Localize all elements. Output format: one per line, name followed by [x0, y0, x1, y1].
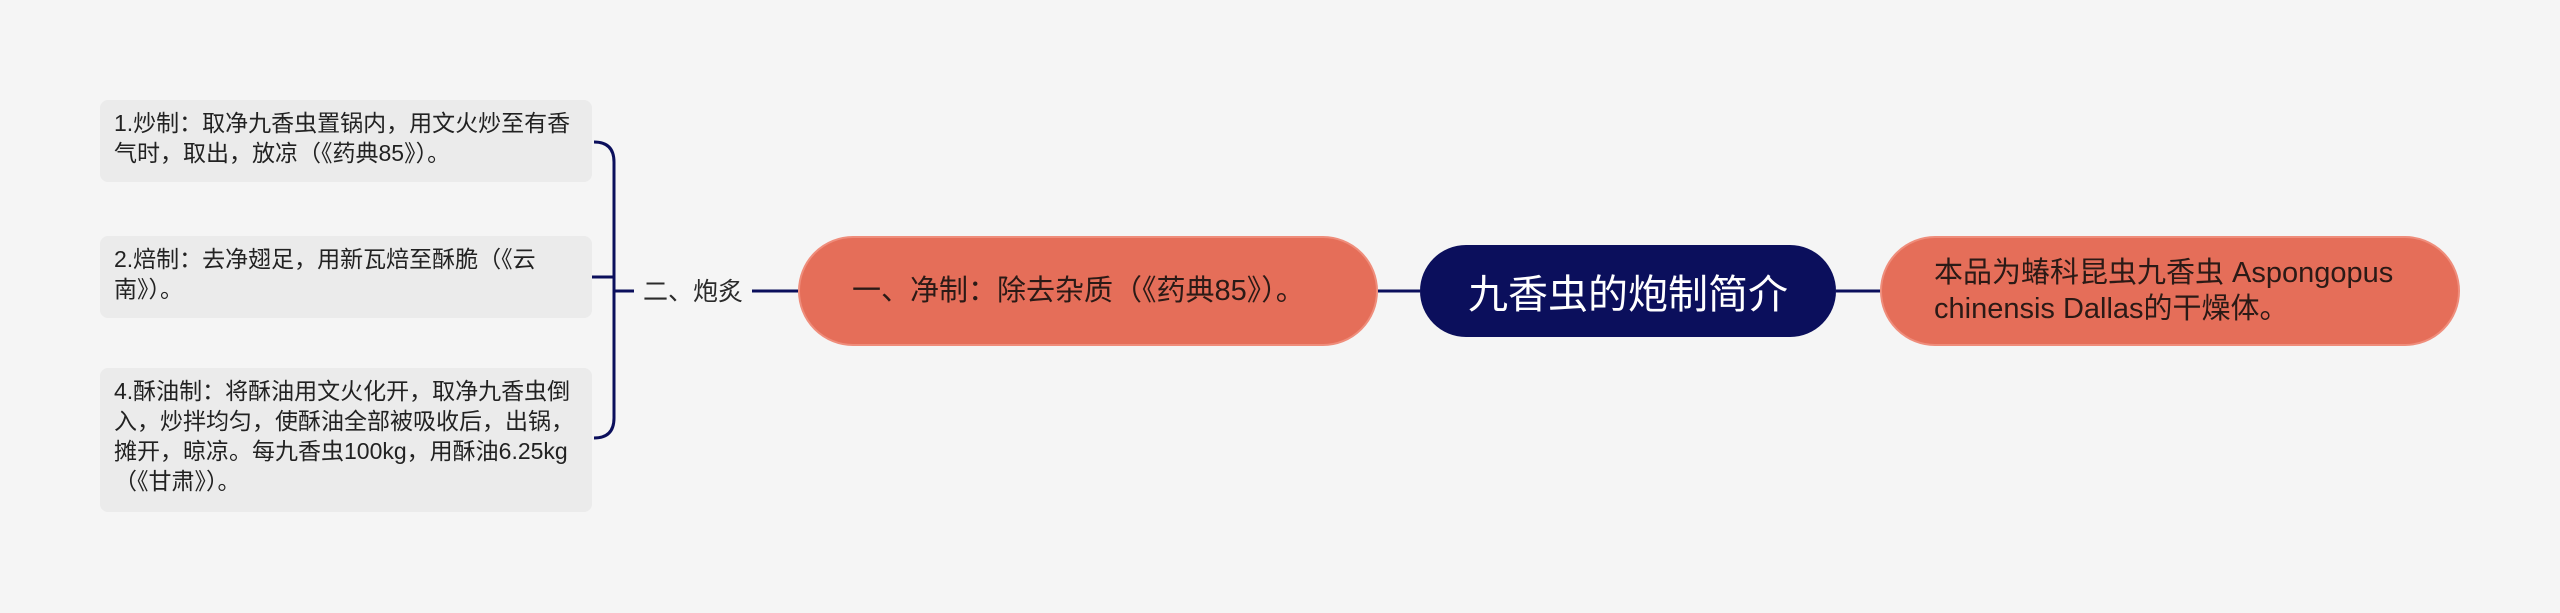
branch-description[interactable]: 本品为蝽科昆虫九香虫 Aspongopus chinensis Dallas的干… [1880, 236, 2460, 346]
sub-branch-processing[interactable]: 二、炮炙 [634, 268, 752, 312]
leaf-ghee-fry[interactable]: 4.酥油制：将酥油用文火化开，取净九香虫倒入，炒拌均匀，使酥油全部被吸收后，出锅… [100, 368, 592, 512]
leaf-text: 2.焙制：去净翅足，用新瓦焙至酥脆（《云南》）。 [114, 246, 536, 302]
leaf-text: 1.炒制：取净九香虫置锅内，用文火炒至有香气时，取出，放凉（《药典85》）。 [114, 110, 571, 166]
branch-description-text: 本品为蝽科昆虫九香虫 Aspongopus chinensis Dallas的干… [1934, 257, 2394, 325]
root-node[interactable]: 九香虫的炮制简介 [1420, 245, 1836, 337]
leaf-bake[interactable]: 2.焙制：去净翅足，用新瓦焙至酥脆（《云南》）。 [100, 236, 592, 318]
root-title: 九香虫的炮制简介 [1468, 273, 1788, 317]
branch-cleaning-text: 一、净制：除去杂质（《药典85》）。 [852, 275, 1305, 307]
leaf-stir-fry[interactable]: 1.炒制：取净九香虫置锅内，用文火炒至有香气时，取出，放凉（《药典85》）。 [100, 100, 592, 182]
leaf-text: 4.酥油制：将酥油用文火化开，取净九香虫倒入，炒拌均匀，使酥油全部被吸收后，出锅… [114, 378, 574, 494]
bracket-curve [593, 140, 616, 440]
sub-branch-label: 二、炮炙 [642, 278, 743, 306]
branch-cleaning[interactable]: 一、净制：除去杂质（《药典85》）。 [798, 236, 1378, 346]
